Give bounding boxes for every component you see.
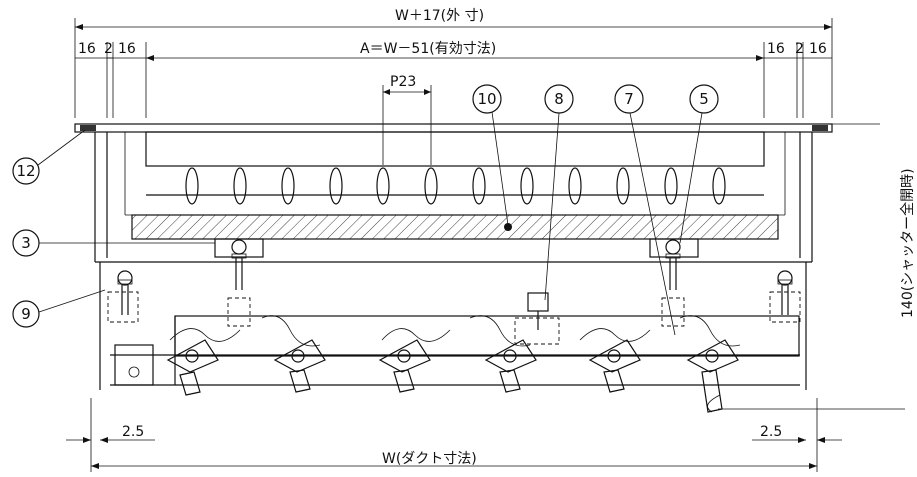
svg-text:5: 5 — [699, 90, 709, 108]
mounting-bolts — [107, 238, 801, 327]
callout-5: 5 — [679, 84, 719, 244]
dim-left-2: 2 — [104, 41, 113, 57]
svg-text:3: 3 — [21, 234, 31, 252]
dim-overall-top: W＋17(外 寸) — [395, 8, 484, 24]
dim-right-16b: 16 — [809, 41, 827, 57]
dim-left-16a: 16 — [78, 41, 96, 57]
svg-text:10: 10 — [477, 90, 496, 108]
callout-10: 10 — [472, 84, 509, 226]
svg-text:8: 8 — [554, 90, 564, 108]
shutter-mechanism — [99, 262, 807, 413]
dim-left-gap: 2.5 — [122, 424, 144, 440]
dim-right-gap: 2.5 — [760, 424, 782, 440]
dim-height: 140(シャッター全開時) — [899, 168, 916, 318]
callout-3: 3 — [12, 229, 215, 257]
dim-duct: W(ダクト寸法) — [382, 451, 477, 467]
svg-text:12: 12 — [16, 162, 35, 180]
dim-pitch: P23 — [390, 74, 416, 90]
callout-7: 7 — [614, 84, 676, 336]
callout-9: 9 — [12, 289, 106, 328]
callout-12: 12 — [12, 129, 86, 185]
dim-right-2: 2 — [795, 41, 804, 57]
callout-8: 8 — [544, 84, 574, 301]
frame-body — [74, 123, 833, 263]
svg-text:7: 7 — [624, 90, 634, 108]
dim-right-16a: 16 — [767, 41, 785, 57]
dim-left-16b: 16 — [118, 41, 136, 57]
height-dimension-lines — [718, 123, 905, 410]
svg-text:9: 9 — [21, 305, 31, 323]
grille-slats — [185, 167, 726, 231]
top-dimension-lines — [74, 18, 833, 165]
bottom-dimension-lines — [66, 398, 842, 472]
dim-effective: A＝W－51(有効寸法) — [360, 41, 496, 57]
